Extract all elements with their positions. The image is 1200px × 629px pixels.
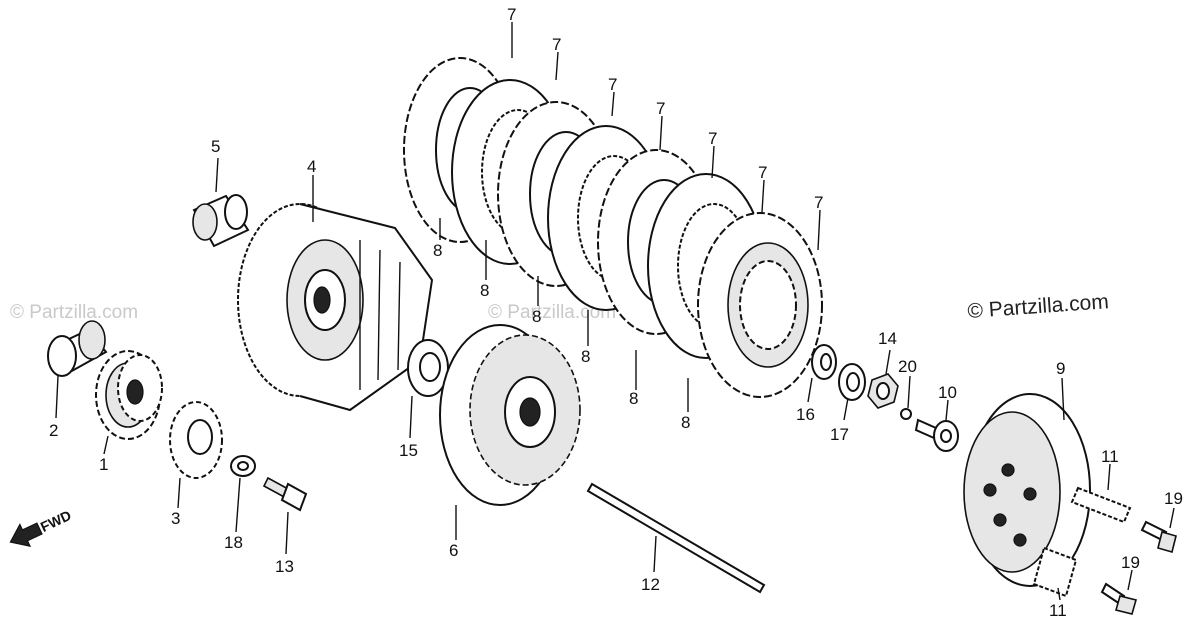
leader-lines: [55, 22, 1175, 601]
part-10-lifter: [914, 418, 959, 452]
callout-10: 10: [938, 383, 957, 402]
callout-7a: 7: [507, 5, 516, 24]
fwd-arrow-icon: FWD: [9, 507, 74, 548]
part-14-nut: [867, 373, 899, 409]
callout-7c: 7: [608, 75, 617, 94]
part-3-sprocket: [169, 401, 223, 479]
callout-18: 18: [224, 533, 243, 552]
callout-5: 5: [211, 137, 220, 156]
callout-19-upper: 19: [1164, 489, 1183, 508]
callout-8d: 8: [581, 347, 590, 366]
callout-8e: 8: [629, 389, 638, 408]
part-12-push-rod: [586, 482, 766, 594]
callout-7b: 7: [552, 35, 561, 54]
part-11-spring-upper: [1070, 486, 1132, 524]
callout-9: 9: [1056, 359, 1065, 378]
part-19-bolt-lower: [1100, 582, 1137, 615]
callout-12: 12: [641, 575, 660, 594]
part-5-sleeve: [192, 194, 250, 248]
part-17-lock-washer: [838, 363, 866, 401]
callout-14: 14: [878, 329, 897, 348]
callout-8c: 8: [532, 307, 541, 326]
callout-11-upper: 11: [1101, 447, 1119, 466]
clutch-plate-stack: [403, 57, 823, 398]
part-1-gear: [95, 350, 163, 440]
callout-8b: 8: [480, 281, 489, 300]
part-6-clutch-center: [439, 324, 581, 506]
callout-8f: 8: [681, 413, 690, 432]
callout-4: 4: [307, 157, 316, 176]
callout-2: 2: [49, 421, 58, 440]
callout-15: 15: [399, 441, 418, 460]
callout-7e: 7: [708, 129, 717, 148]
callout-16: 16: [796, 405, 815, 424]
copyright-text: © Partzilla.com: [967, 290, 1110, 323]
callout-6: 6: [449, 541, 458, 560]
callout-1: 1: [99, 455, 108, 474]
callout-20: 20: [898, 357, 917, 376]
part-15-washer: [407, 339, 449, 397]
callout-7d: 7: [656, 99, 665, 118]
callout-8a: 8: [433, 241, 442, 260]
callout-17: 17: [830, 425, 849, 444]
callout-13: 13: [275, 557, 294, 576]
callout-19-lower: 19: [1121, 553, 1140, 572]
callout-7f: 7: [758, 163, 767, 182]
part-20-ball: [900, 408, 912, 420]
part-19-bolt-upper: [1140, 520, 1177, 553]
part-9-pressure-plate: [963, 393, 1091, 587]
watermark-center: © Partzilla.com: [488, 302, 616, 323]
callout-11-lower: 11: [1049, 601, 1067, 620]
part-16-washer: [811, 344, 837, 380]
part-18-washer: [230, 455, 256, 477]
part-11-spring-lower: [1032, 546, 1078, 598]
callout-3: 3: [171, 509, 180, 528]
part-4-clutch-outer: [237, 203, 434, 412]
watermark-left: © Partzilla.com: [10, 302, 138, 323]
part-13-bolt: [262, 476, 308, 512]
fwd-label: FWD: [38, 507, 74, 535]
callout-7g: 7: [814, 193, 823, 212]
part-2-collar: [47, 320, 108, 377]
